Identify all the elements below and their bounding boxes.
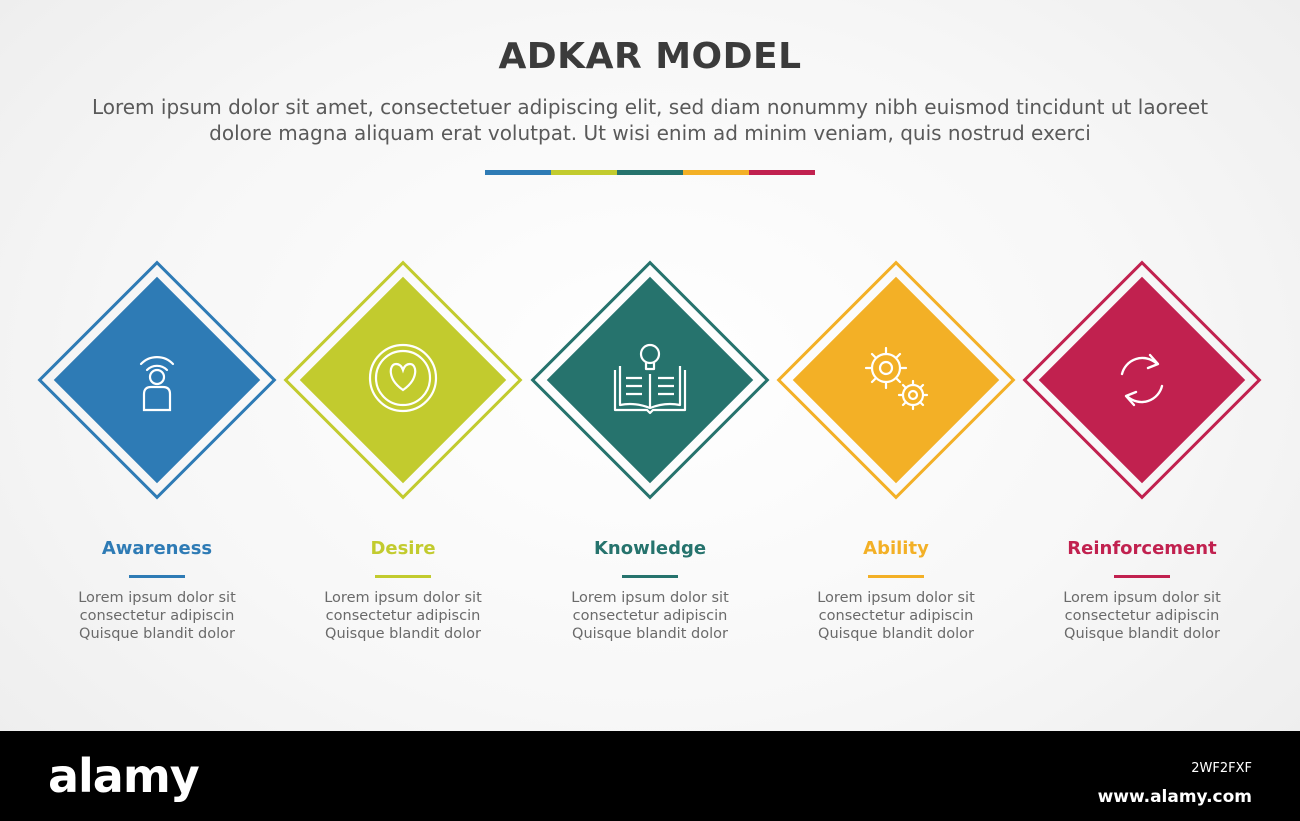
person-broadcast-icon [139,356,175,412]
desc-line: Quisque blandit dolor [572,626,728,642]
step-desc-awareness: Lorem ipsum dolor sit consectetur adipis… [37,589,277,643]
desc-line: consectetur adipiscin [325,608,481,624]
step-desc-ability: Lorem ipsum dolor sit consectetur adipis… [776,589,1016,643]
image-id: 2WF2FXF [1191,761,1252,776]
step-underline-awareness [129,575,185,578]
page-title: ADKAR MODEL [498,36,802,77]
step-underline-desire [375,575,431,578]
color-bar-segment-blue [485,170,551,175]
desc-line: Lorem ipsum dolor sit [324,590,482,606]
step-underline-ability [868,575,924,578]
desc-line: Quisque blandit dolor [79,626,235,642]
desc-line: Lorem ipsum dolor sit [78,590,236,606]
desc-line: Quisque blandit dolor [818,626,974,642]
color-bar-segment-teal [617,170,683,175]
step-title-desire: Desire [370,538,436,559]
gears-icon [864,346,929,411]
desc-line: consectetur adipiscin [818,608,974,624]
desc-line: consectetur adipiscin [572,608,728,624]
footer-bar: alamy 2WF2FXF www.alamy.com [0,731,1300,821]
color-bar-segment-orange [683,170,749,175]
step-diamond-ability [776,260,1016,500]
desc-line: Lorem ipsum dolor sit [1063,590,1221,606]
book-lightbulb-icon [613,343,687,415]
step-desc-knowledge: Lorem ipsum dolor sit consectetur adipis… [530,589,770,643]
step-diamond-awareness [37,260,277,500]
step-title-knowledge: Knowledge [593,538,707,559]
heart-circle-icon [368,343,438,413]
desc-line: Quisque blandit dolor [1064,626,1220,642]
step-title-awareness: Awareness [101,538,213,559]
step-underline-knowledge [622,575,678,578]
step-diamond-reinforcement [1022,260,1262,500]
site-url: www.alamy.com [1097,787,1252,807]
color-bar [485,170,815,175]
page-subtitle: Lorem ipsum dolor sit amet, consectetuer… [91,95,1209,145]
footer-id-block: 2WF2FXF www.alamy.com [1098,755,1252,811]
desc-line: Lorem ipsum dolor sit [571,590,729,606]
refresh-cycle-icon [1120,353,1164,407]
desc-line: Lorem ipsum dolor sit [817,590,975,606]
alamy-logo: alamy [48,749,200,803]
color-bar-segment-lime [551,170,617,175]
step-underline-reinforcement [1114,575,1170,578]
step-diamond-knowledge [530,260,770,500]
desc-line: Quisque blandit dolor [325,626,481,642]
step-title-reinforcement: Reinforcement [1067,538,1217,559]
step-title-ability: Ability [863,538,929,559]
desc-line: consectetur adipiscin [1064,608,1220,624]
step-desc-reinforcement: Lorem ipsum dolor sit consectetur adipis… [1022,589,1262,643]
step-diamond-desire [283,260,523,500]
step-desc-desire: Lorem ipsum dolor sit consectetur adipis… [283,589,523,643]
color-bar-segment-crimson [749,170,815,175]
desc-line: consectetur adipiscin [79,608,235,624]
